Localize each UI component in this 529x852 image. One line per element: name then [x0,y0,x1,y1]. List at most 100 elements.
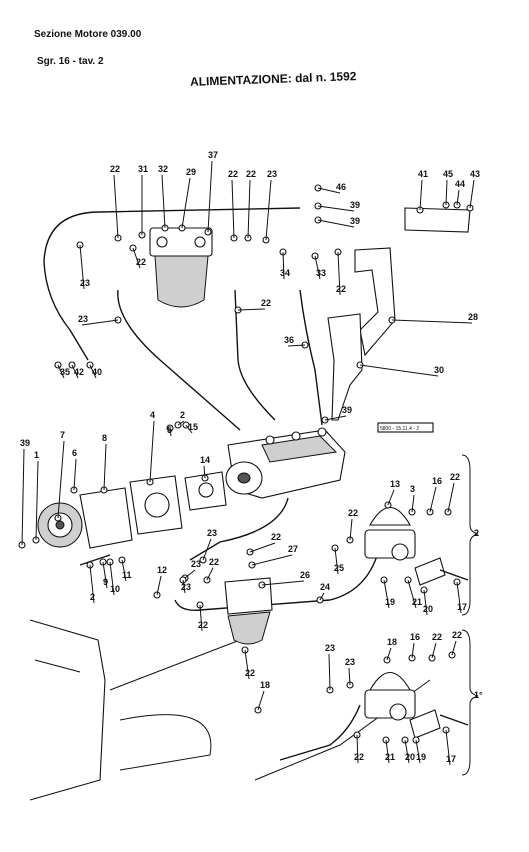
part-callout: 28 [468,312,478,322]
leader-line [317,205,355,212]
part-callout: 12 [157,565,167,575]
leader-line [181,177,191,229]
part-callout: 22 [336,284,346,294]
feed-pump-lower [364,672,441,739]
part-callout: 29 [186,167,196,177]
brace-upper [461,454,479,616]
part-callout: 35 [60,367,70,377]
leader-line [431,642,437,659]
leader-line [121,559,127,582]
part-callout: 20 [405,752,415,762]
cover-3-bore [198,482,214,498]
part-callout: 8 [102,433,107,443]
leader-line [113,174,119,239]
leader-line [169,427,172,437]
leader-line [287,344,306,347]
leader-line [79,244,85,290]
part-callout: 23 [181,582,191,592]
leader-line [177,420,185,426]
part-callout: 14 [200,455,210,465]
part-callout: 9 [103,577,108,587]
part-callout: 23 [345,657,355,667]
leader-line [317,219,355,228]
leader-line [445,729,451,766]
part-callout: 42 [74,367,84,377]
part-callout: 17 [446,754,456,764]
part-callout: 22 [246,169,256,179]
part-callout: 15 [188,422,198,432]
part-callout: 22 [450,472,460,482]
part-callout: 45 [443,169,453,179]
part-callout: 22 [245,668,255,678]
fuel-line-21 [174,544,381,611]
part-callout: 22 [110,164,120,174]
leader-line [348,667,351,686]
part-callout: 4 [150,410,155,420]
section-header: Sezione Motore 039.00 [34,29,142,40]
part-callout: 31 [138,164,148,174]
part-callout: 20 [423,604,433,614]
timing-gear [37,502,83,548]
leader-line [257,690,265,711]
leader-line [429,486,437,513]
leader-line [349,518,353,541]
part-callout: 6 [72,448,77,458]
part-callout: 23 [78,314,88,324]
group-label-upper: 2 [474,528,479,538]
bracket-41 [404,207,471,233]
part-callout: 40 [92,367,102,377]
part-callout: 22 [228,169,238,179]
part-callout: 16 [410,632,420,642]
leader-line [237,308,266,311]
part-callout: 22 [209,557,219,567]
leader-line [383,579,390,609]
leader-line [89,364,97,379]
leader-line [387,489,395,506]
pipe-9 [79,554,111,566]
leader-line [207,160,213,233]
part-callout: 33 [316,268,326,278]
part-callout: 22 [432,632,442,642]
leader-lines [21,160,475,766]
leader-line [356,734,359,764]
part-callout: 39 [350,200,360,210]
leader-line [244,649,250,680]
part-callout: 43 [470,169,480,179]
feed-pump-upper [364,507,446,586]
part-callout: 11 [122,570,132,580]
leader-line [103,443,107,491]
part-callout: 22 [271,532,281,542]
part-callout: 21 [412,597,422,607]
leader-line [199,604,203,632]
leader-line [21,448,25,546]
brace-lower [461,629,479,776]
part-callout: 25 [334,563,344,573]
fuel-line-28 [234,289,276,421]
fuel-line-lower [189,497,289,561]
part-callout: 1 [34,450,39,460]
leader-line [231,179,235,239]
leader-line [423,589,428,616]
part-callout: 19 [385,597,395,607]
tank-seam [34,659,81,673]
leader-line [251,554,293,566]
leader-line [337,251,341,296]
leader-line [156,575,162,596]
subgroup-label: Sgr. 16 - tav. 2 [37,56,104,67]
fuel-line-40 [43,261,89,361]
part-callout: 23 [80,278,90,288]
leader-line [411,642,415,659]
throttle-cable [109,639,241,691]
leader-line [314,255,321,280]
leader-line [161,174,166,229]
pump-bracket-24 [224,577,273,645]
leader-line [419,179,423,211]
part-callout: 23 [267,169,277,179]
part-callout: 23 [191,559,201,569]
fuel-line-37 [43,207,301,263]
leader-line [415,739,421,764]
part-callout: 2 [90,592,95,602]
fuel-line-35 [299,289,323,426]
